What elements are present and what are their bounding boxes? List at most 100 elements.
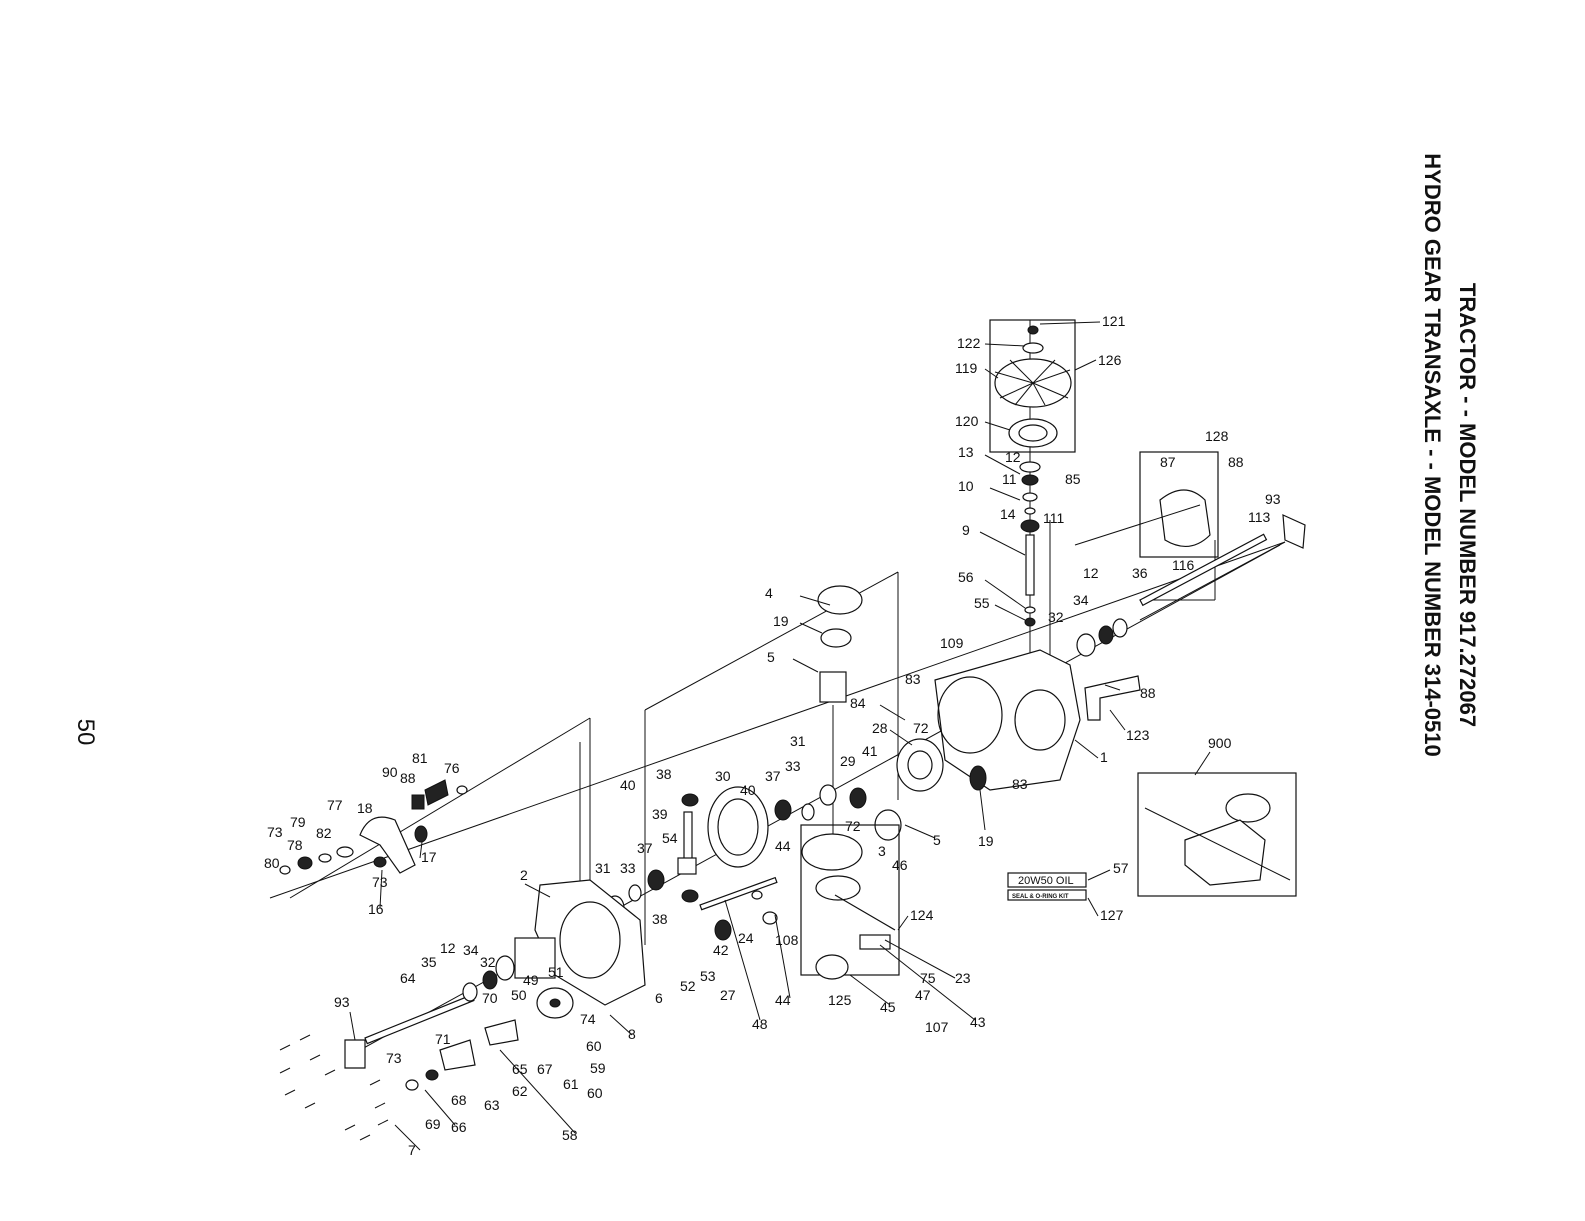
part-label: 12: [440, 940, 456, 956]
part-label: 88: [400, 770, 416, 786]
part-label: 83: [905, 671, 921, 687]
part-label: 24: [738, 930, 754, 946]
part-label: 125: [828, 992, 852, 1008]
part-label: 126: [1098, 352, 1122, 368]
part-label: 5: [933, 832, 941, 848]
part-label: 30: [715, 768, 731, 784]
part-label: 13: [958, 444, 974, 460]
part-label: 5: [767, 649, 775, 665]
part-label: 11: [1002, 471, 1017, 487]
left-axle: [344, 955, 515, 1069]
part-label: 18: [357, 800, 373, 816]
oil-label: 20W50 OIL: [1018, 875, 1074, 887]
seal-kit-label: SEAL & O-RING KIT: [1012, 894, 1069, 900]
part-label: 12: [1083, 565, 1099, 581]
part-label: 74: [580, 1011, 596, 1027]
part-label: 69: [425, 1116, 441, 1132]
part-label: 70: [482, 990, 498, 1006]
part-label: 58: [562, 1127, 578, 1143]
part-label: 123: [1126, 727, 1150, 743]
part-label: 88: [1228, 454, 1244, 470]
part-label: 36: [1132, 565, 1148, 581]
part-label: 44: [775, 838, 791, 854]
part-label: 65: [512, 1061, 528, 1077]
part-label: 16: [368, 901, 384, 917]
part-label: 88: [1140, 685, 1156, 701]
part-label: 38: [656, 766, 672, 782]
part-label: 51: [548, 964, 564, 980]
part-label: 50: [511, 987, 527, 1003]
part-label: 40: [740, 782, 756, 798]
part-label: 6: [655, 990, 663, 1006]
input-shaft-stack: [1019, 461, 1041, 627]
part-label: 108: [775, 932, 799, 948]
part-label: 55: [974, 595, 990, 611]
part-label: 84: [850, 695, 866, 711]
part-label: 93: [334, 994, 350, 1010]
part-label: 2: [520, 867, 528, 883]
fan-pulley-box: [989, 319, 1076, 453]
part-label: 32: [480, 954, 496, 970]
part-label: 75: [920, 970, 936, 986]
part-label: 47: [915, 987, 931, 1003]
part-label: 57: [1113, 860, 1129, 876]
part-label: 63: [484, 1097, 500, 1113]
part-label: 71: [435, 1031, 451, 1047]
part-label: 34: [1073, 592, 1089, 608]
part-label: 23: [955, 970, 971, 986]
part-label: 31: [790, 733, 806, 749]
part-label: 67: [537, 1061, 553, 1077]
main-housing: [934, 649, 1141, 791]
bolts: [279, 1034, 389, 1141]
part-label: 44: [775, 992, 791, 1008]
part-label: 107: [925, 1019, 949, 1035]
part-label: 10: [958, 478, 974, 494]
part-label: 121: [1102, 313, 1126, 329]
title-line-1: TRACTOR - - MODEL NUMBER 917.272067: [1455, 283, 1480, 727]
part-label: 66: [451, 1119, 467, 1135]
part-label: 41: [862, 743, 878, 759]
part-label: 17: [421, 849, 437, 865]
part-label: 19: [773, 613, 789, 629]
part-label: 37: [765, 768, 781, 784]
brake-assembly: [405, 987, 574, 1091]
part-label: 72: [913, 720, 929, 736]
part-label: 73: [267, 824, 283, 840]
part-label: 109: [940, 635, 964, 651]
part-label: 62: [512, 1083, 528, 1099]
part-label: 61: [563, 1076, 579, 1092]
part-label: 43: [970, 1014, 986, 1030]
assembly-inset-box: [1137, 772, 1297, 897]
part-label: 31: [595, 860, 611, 876]
part-label: 45: [880, 999, 896, 1015]
part-label: 34: [463, 942, 479, 958]
part-label: 79: [290, 814, 306, 830]
part-label: 56: [958, 569, 974, 585]
oil-label-group: 20W50 OIL SEAL & O-RING KIT: [1007, 872, 1087, 901]
title-block: TRACTOR - - MODEL NUMBER 917.272067 HYDR…: [1420, 153, 1480, 756]
part-label: 33: [620, 860, 636, 876]
part-label: 3: [878, 843, 886, 859]
part-label: 127: [1100, 907, 1124, 923]
part-label: 33: [785, 758, 801, 774]
part-label: 27: [720, 987, 736, 1003]
part-label: 38: [652, 911, 668, 927]
part-label: 76: [444, 760, 460, 776]
part-label: 64: [400, 970, 416, 986]
part-label: 42: [713, 942, 729, 958]
part-label: 73: [386, 1050, 402, 1066]
part-label: 80: [264, 855, 280, 871]
part-label: 7: [408, 1142, 416, 1158]
drive-shaft: [699, 876, 778, 941]
part-label: 46: [892, 857, 908, 873]
part-label: 81: [412, 750, 428, 766]
part-label: 54: [662, 830, 678, 846]
part-label: 60: [587, 1085, 603, 1101]
part-label: 90: [382, 764, 398, 780]
part-label: 39: [652, 806, 668, 822]
part-label: 40: [620, 777, 636, 793]
part-label: 85: [1065, 471, 1081, 487]
part-label: 73: [372, 874, 388, 890]
part-label: 72: [845, 818, 861, 834]
part-label: 35: [421, 954, 437, 970]
